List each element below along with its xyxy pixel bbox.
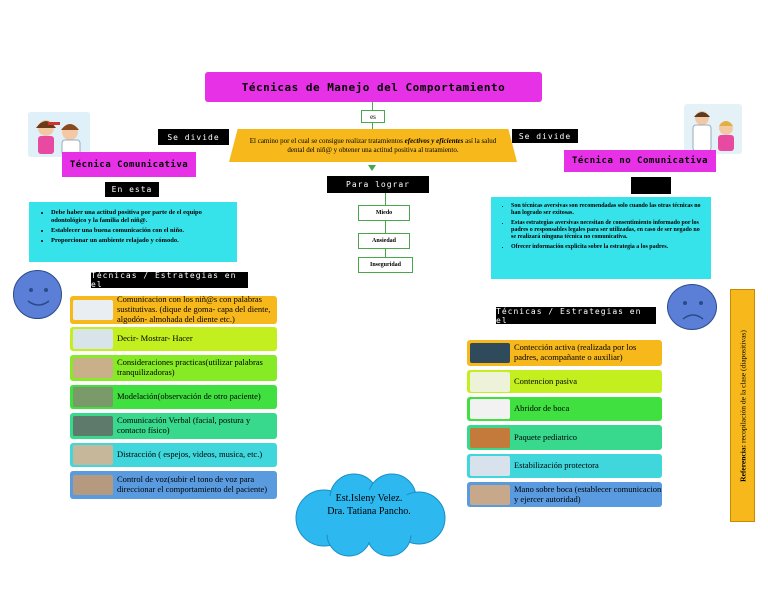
strategy-image xyxy=(470,399,510,419)
goal-inseguridad: Inseguridad xyxy=(358,257,413,273)
dentist-child-icon xyxy=(28,112,90,157)
list-item: Establecer una buena comunicación con el… xyxy=(51,227,231,235)
strategy-image xyxy=(73,475,113,495)
strategy-image xyxy=(73,329,113,349)
strategy-item: Abridor de boca xyxy=(467,397,662,421)
strategy-item: Modelación(observación de otro paciente) xyxy=(70,385,277,409)
se-divide-left: Se divide xyxy=(158,129,229,145)
strategy-image xyxy=(73,358,113,378)
strategy-image xyxy=(470,343,510,363)
para-lograr-label: Para lograr xyxy=(327,176,429,193)
heading-tecnica-no-comunicativa: Técnica no Comunicativa xyxy=(564,150,716,172)
list-item: Estas estrategias aversivas necesitan de… xyxy=(511,220,705,242)
es-label: es xyxy=(361,110,385,123)
reference-text: Referencia: recopilación de la clase (di… xyxy=(738,329,747,482)
heading-tecnica-comunicativa: Técnica Comunicativa xyxy=(62,152,196,177)
strategy-item: Paquete pediatrico xyxy=(467,425,662,450)
strategies-label-right: Técnicas / Estrategias en el xyxy=(496,307,656,325)
connector-line xyxy=(372,102,373,110)
strategy-item: Comunicación Verbal (facial, postura y c… xyxy=(70,413,277,439)
connector-line xyxy=(385,221,386,233)
strategy-image xyxy=(470,371,510,392)
goal-miedo: Miedo xyxy=(358,205,410,221)
authors-text: Est.Isleny Velez. Dra. Tatiana Pancho. xyxy=(327,493,411,517)
se-divide-right: Se divide xyxy=(512,129,578,143)
connector-line xyxy=(372,123,373,129)
list-item: Son técnicas aversivas son recomendadas … xyxy=(511,203,705,218)
en-esta-label: En esta xyxy=(105,182,159,197)
left-bullet-list: Debe haber una actitud positiva por part… xyxy=(37,209,231,246)
strategy-image xyxy=(470,484,510,505)
strategy-image xyxy=(73,387,113,407)
list-item: Debe haber una actitud positiva por part… xyxy=(51,209,231,225)
goal-ansiedad: Ansiedad xyxy=(358,233,410,249)
strategy-item: Estabilización protectora xyxy=(467,454,662,478)
reference-box: Referencia: recopilación de la clase (di… xyxy=(730,289,755,522)
connector-line xyxy=(385,193,386,205)
strategy-image xyxy=(470,427,510,448)
strategy-item: Mano sobre boca (establecer comunicacion… xyxy=(467,482,662,507)
strategy-item: Comunicacion con los niñ@s con palabras … xyxy=(70,294,277,324)
strategy-item: Distracción ( espejos, videos, musica, e… xyxy=(70,443,277,467)
authors-cloud: Est.Isleny Velez. Dra. Tatiana Pancho. xyxy=(284,470,454,558)
strategies-label-left: Técnicas / Estrategias en el xyxy=(91,271,248,289)
strategy-image xyxy=(470,456,510,476)
strategy-item: Contección activa (realizada por los pad… xyxy=(467,340,662,366)
happy-face-icon xyxy=(13,270,62,319)
list-item: Ofrecer información explicita sobre la e… xyxy=(511,244,705,251)
page-title: Técnicas de Manejo del Comportamiento xyxy=(205,72,542,102)
strategy-image xyxy=(73,416,113,436)
arrow-down-icon xyxy=(368,165,376,171)
left-bullets-box: Debe haber una actitud positiva por part… xyxy=(29,202,237,262)
right-bullet-list: Son técnicas aversivas son recomendadas … xyxy=(497,203,705,251)
strategy-image xyxy=(73,445,113,465)
connector-line xyxy=(385,249,386,257)
right-bullets-box: Son técnicas aversivas son recomendadas … xyxy=(491,197,711,279)
right-black-bar xyxy=(631,177,671,194)
strategy-item: Consideraciones practicas(utilizar palab… xyxy=(70,355,277,381)
cloud-shape xyxy=(295,473,446,557)
definition-box: El camino por el cual se consigue realiz… xyxy=(229,129,517,162)
list-item: Proporcionar un ambiente relajado y cómo… xyxy=(51,237,231,245)
strategy-item: Decir- Mostrar- Hacer xyxy=(70,327,277,351)
strategy-image xyxy=(73,300,113,320)
sad-face-icon xyxy=(667,284,717,330)
definition-text: El camino por el cual se consigue realiz… xyxy=(249,137,497,154)
dentist-doctor-icon xyxy=(684,104,742,154)
strategy-item: Contencion pasiva xyxy=(467,370,662,393)
strategy-item: Control de voz(subir el tono de voz para… xyxy=(70,471,277,499)
